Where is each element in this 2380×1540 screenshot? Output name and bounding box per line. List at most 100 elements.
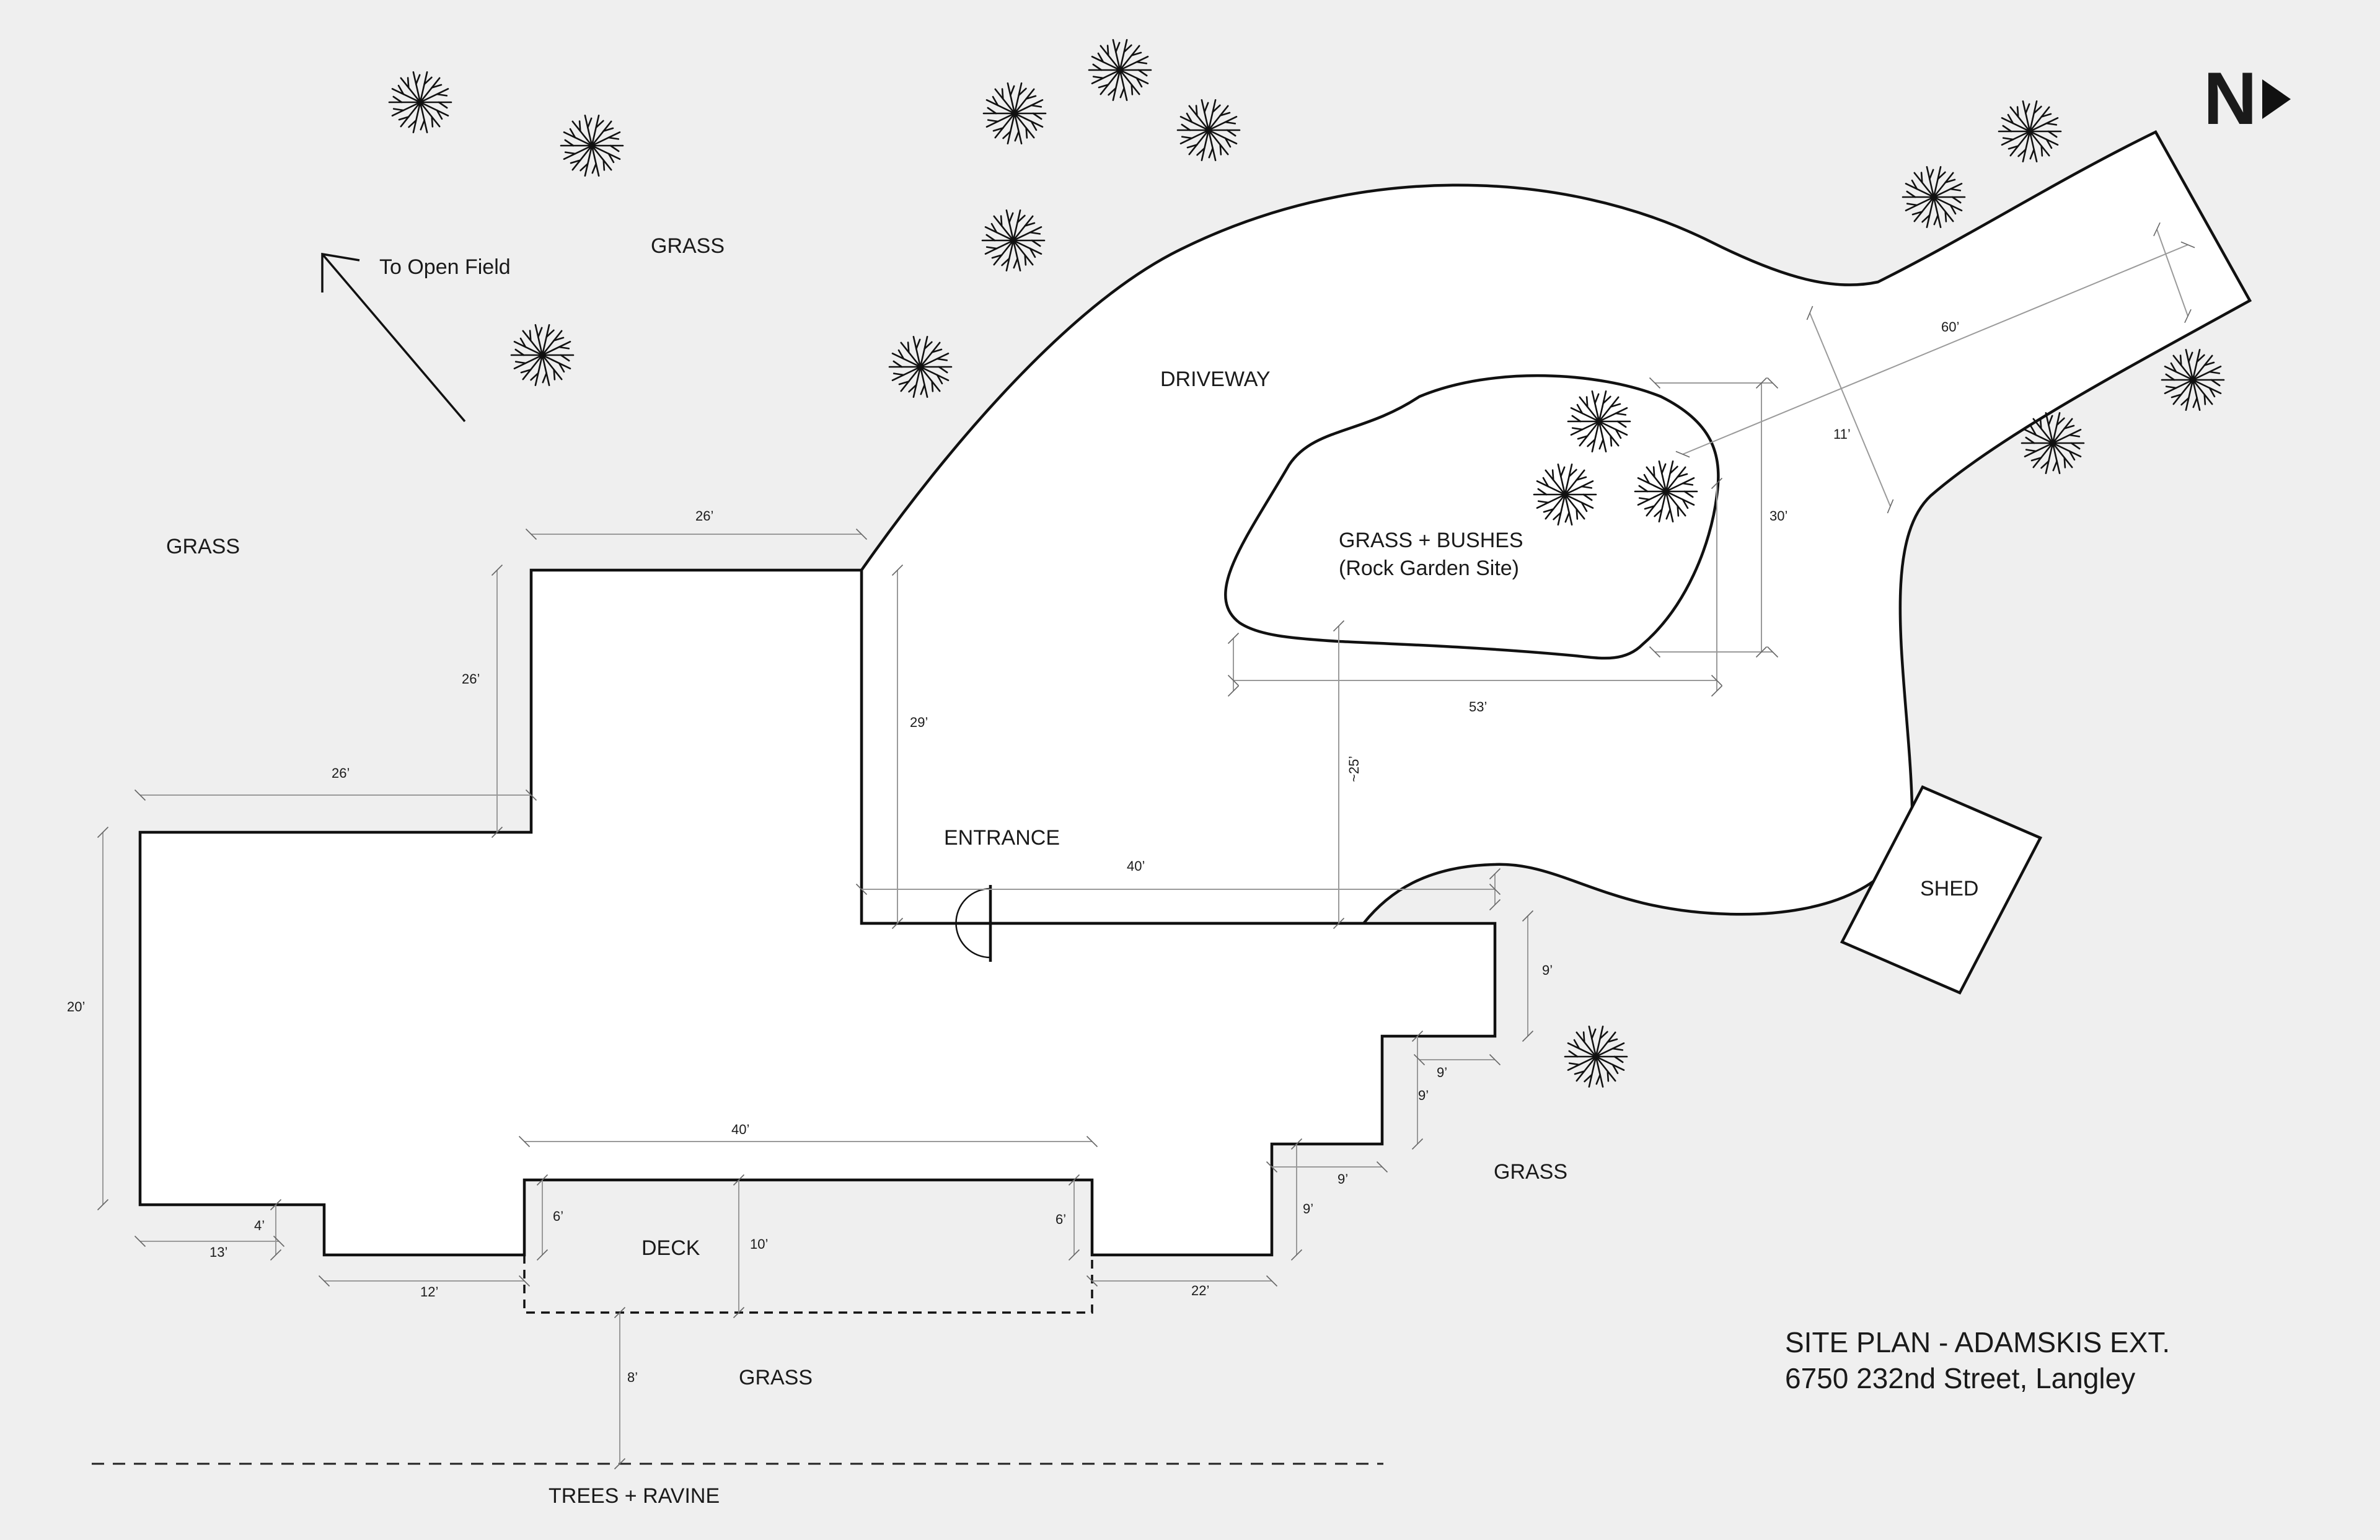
grass-label-left: GRASS	[166, 535, 240, 558]
dimension-tick	[1411, 1138, 1424, 1150]
tree-icon	[388, 71, 452, 133]
dim-deck-offset-left: 12’	[420, 1284, 438, 1300]
tree-icon	[1088, 39, 1152, 101]
dim-garden-width: 53’	[1469, 699, 1487, 715]
dimension-tick	[1489, 1054, 1501, 1066]
dimension-tick	[1489, 899, 1501, 911]
dimension-tick	[1766, 646, 1779, 658]
dimension-tick	[1086, 1135, 1098, 1148]
rock-garden-area	[1224, 374, 1720, 660]
dim-deck-side-left: 6’	[553, 1208, 563, 1224]
tree-icon	[1902, 165, 1966, 229]
tree-icon	[981, 209, 1046, 272]
dimension-tick	[1266, 1161, 1278, 1173]
dim-front-to-garden: ~25’	[1346, 756, 1362, 782]
dim-step-b-horizontal: 9’	[1338, 1171, 1348, 1187]
dimension-tick	[134, 789, 146, 801]
dim-bottom-right-run: 22’	[1191, 1283, 1209, 1298]
tree-icon	[2021, 411, 2085, 475]
dimension-tick	[1227, 674, 1240, 687]
dimension-tick	[536, 1249, 549, 1261]
dim-left-height: 20’	[67, 999, 85, 1014]
dimension-tick	[518, 1275, 531, 1287]
open-field-label: To Open Field	[379, 255, 511, 279]
grass-label-top: GRASS	[651, 234, 725, 258]
dimension-tick	[1333, 917, 1345, 930]
dimension-tick	[318, 1275, 330, 1287]
tree-icon	[1998, 100, 2062, 163]
dim-step-b-vertical: 9’	[1418, 1088, 1429, 1103]
rock-garden-sublabel: (Rock Garden Site)	[1339, 557, 1519, 580]
shed	[1840, 785, 2043, 995]
north-arrow-icon	[2262, 79, 2291, 119]
dimension-tick	[1333, 620, 1345, 632]
dim-deck-side-right: 6’	[1056, 1212, 1066, 1227]
tree-icon	[510, 323, 575, 387]
dimension-tick	[97, 826, 109, 838]
dim-bottom-left-run: 13’	[209, 1244, 227, 1260]
dimension-tick	[1755, 377, 1768, 389]
dim-deck-width: 40’	[731, 1122, 749, 1137]
open-field-arrow	[321, 252, 466, 423]
deck-label: DECK	[641, 1236, 700, 1260]
tree-icon	[1533, 463, 1597, 526]
tree-icon	[1564, 1026, 1628, 1088]
tree-icon	[1634, 460, 1698, 523]
dimension-tick	[1649, 646, 1661, 658]
dimension-tick	[2184, 309, 2192, 323]
dimension-tick	[614, 1458, 626, 1470]
dimension-tick	[891, 917, 904, 930]
entrance-door	[955, 885, 992, 962]
shed-label: SHED	[1920, 877, 1978, 900]
dimension-tick	[1675, 451, 1690, 458]
dim-front-run: 40’	[1127, 858, 1145, 874]
title-line-2: 6750 232nd Street, Langley	[1785, 1362, 2135, 1394]
dimension-tick	[855, 528, 868, 540]
driveway-label: DRIVEWAY	[1160, 367, 1271, 391]
dim-step-c-vertical: 9’	[1303, 1201, 1313, 1217]
dimension-tick	[1649, 377, 1661, 389]
dim-top-wing-width: 26’	[695, 508, 713, 524]
dimension-tick	[855, 883, 868, 895]
dimension-tick	[2153, 222, 2161, 237]
dimension-tick	[1806, 306, 1814, 320]
dimension-tick	[270, 1249, 282, 1261]
dim-top-wing-height: 26’	[462, 671, 480, 687]
dimension-tick	[1290, 1249, 1303, 1261]
dimension-tick	[134, 1235, 146, 1247]
grass-label-right: GRASS	[1494, 1160, 1567, 1184]
dimension-tick	[614, 1306, 626, 1319]
dimension-tick	[1227, 685, 1240, 697]
north-label: N	[2203, 57, 2257, 140]
dimension-tick	[525, 528, 537, 540]
dimension-tick	[1755, 646, 1768, 658]
dim-garden-depth: 30’	[1770, 508, 1787, 524]
tree-icon	[560, 115, 624, 177]
dimension-tick	[733, 1174, 745, 1186]
dimension-tick	[1766, 377, 1779, 389]
dimension-lines	[97, 222, 2195, 1470]
dim-driveway-length: 60’	[1941, 319, 1959, 335]
dimension-tick	[1266, 1275, 1278, 1287]
dimension-tick	[1489, 883, 1501, 895]
dimension-tick	[525, 789, 537, 801]
dimension-tick	[1711, 685, 1723, 697]
dimension-tick	[273, 1235, 285, 1247]
dimension-tick	[518, 1135, 531, 1148]
title-line-1: SITE PLAN - ADAMSKIS EXT.	[1785, 1326, 2170, 1358]
dimension-tick	[1290, 1138, 1303, 1150]
dimension-tick	[491, 564, 503, 576]
trees-ravine-label: TREES + RAVINE	[549, 1484, 720, 1508]
dimension-tick	[1068, 1249, 1080, 1261]
dimension-tick	[1489, 868, 1501, 880]
dim-step-a-horizontal: 9’	[1437, 1065, 1447, 1080]
dimension-tick	[1227, 632, 1240, 645]
dim-driveway-width: 11’	[1833, 426, 1851, 442]
dimension-tick	[2180, 241, 2195, 249]
dimension-tick	[536, 1174, 549, 1186]
tree-icon	[888, 335, 953, 398]
dim-left-wing-width: 26’	[332, 765, 350, 781]
dimension-tick	[1887, 499, 1894, 514]
house-footprint	[138, 568, 1497, 1257]
